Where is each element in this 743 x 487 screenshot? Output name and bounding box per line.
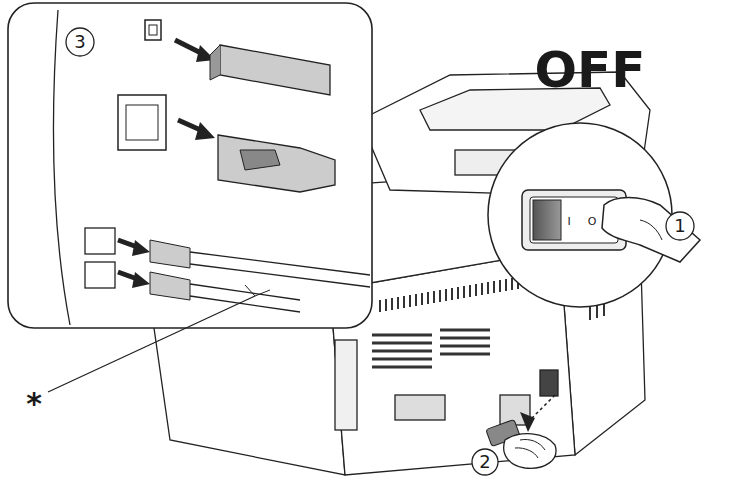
callout-number: 3 — [74, 33, 85, 51]
switch-state: OFF — [535, 45, 646, 95]
footnote-mark: * — [26, 389, 42, 419]
switch-mark: O — [588, 216, 597, 227]
callout-number: 2 — [479, 453, 490, 471]
callout-number: 1 — [674, 217, 685, 235]
switch-magnifier — [488, 123, 700, 307]
switch-mark: I — [567, 216, 570, 227]
callout-circle — [666, 212, 694, 240]
connector-inset — [8, 3, 372, 392]
callout-circle — [472, 449, 498, 475]
